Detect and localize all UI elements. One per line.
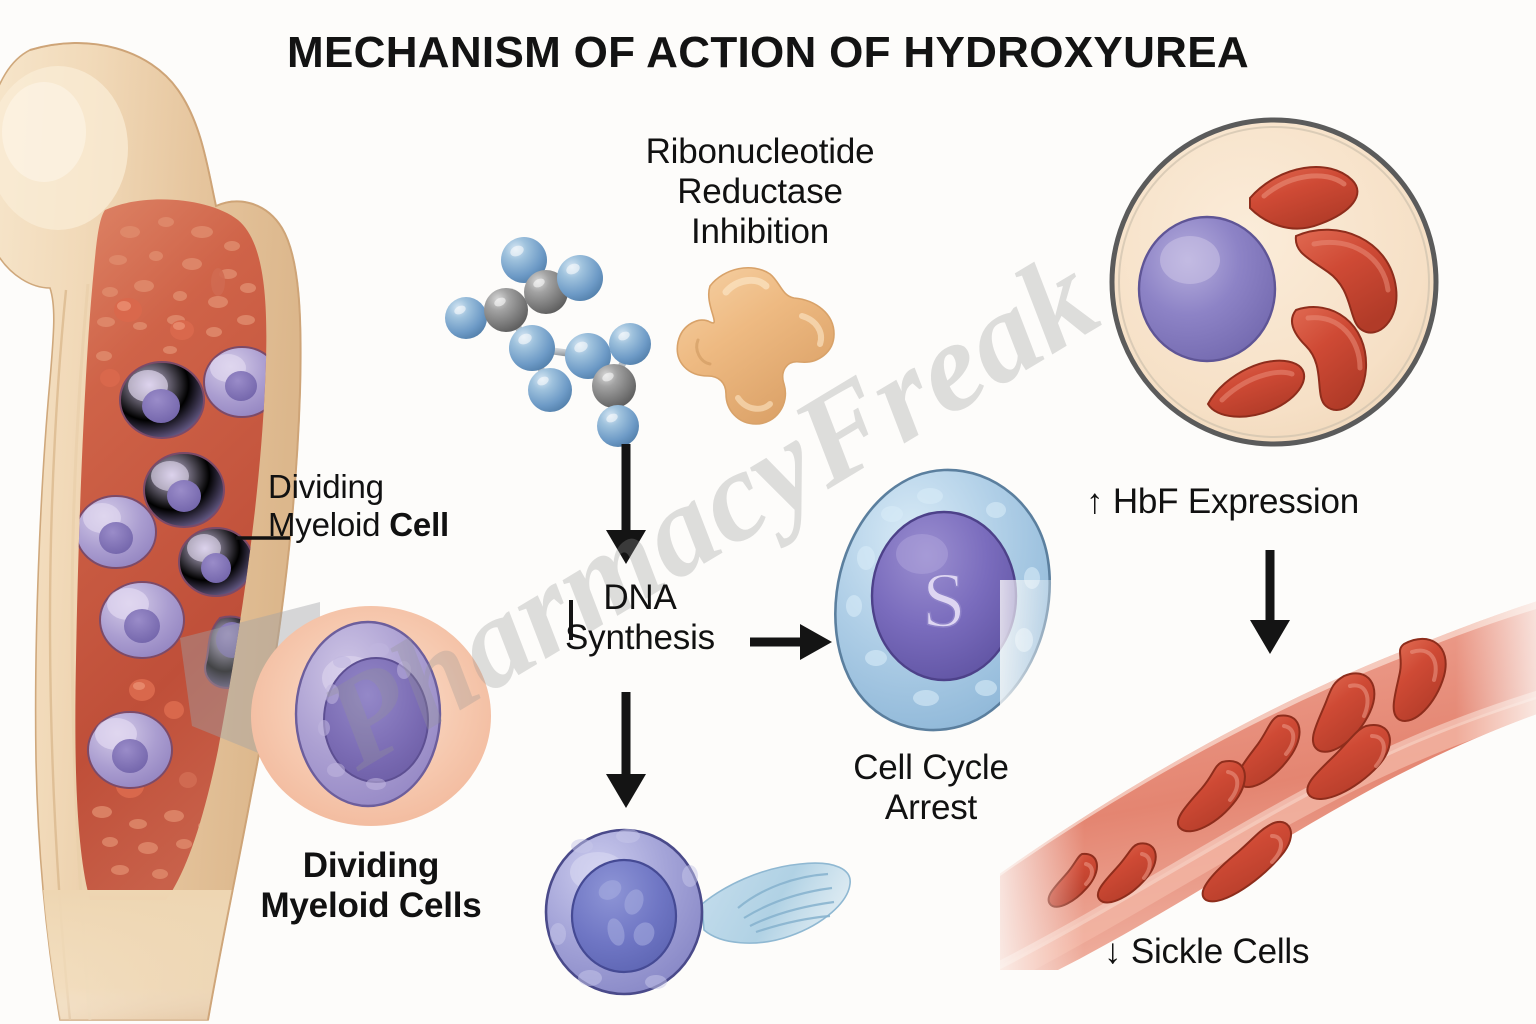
s-phase-letter: S (922, 556, 965, 643)
sickle-cell-group (1206, 166, 1398, 418)
atom-highlights (454, 245, 630, 423)
label-dna-synthesis: DNA Synthesis (565, 578, 715, 657)
rbc-nucleus (1137, 215, 1277, 363)
rbc-with-sickle-cells (1109, 117, 1439, 447)
bone-marrow-illustration (0, 42, 302, 1021)
marrow-cavity (75, 199, 267, 900)
hydroxyurea-molecule (445, 237, 651, 447)
molecule-atoms (445, 237, 651, 447)
dividing-cell-nucleus (570, 858, 678, 974)
label-dividing-myeloid-cells: Dividing Myeloid Cells (260, 846, 482, 925)
s-cell-granules (846, 488, 1040, 706)
magnified-dividing-myeloid-cell (251, 606, 491, 826)
leader-line-dividing-myeloid-cell (236, 536, 290, 540)
page-title: MECHANISM OF ACTION OF HYDROXYUREA (287, 28, 1249, 77)
dna-synthesis-tick (569, 600, 573, 640)
dividing-cell-with-spindle (544, 828, 851, 996)
label-ribonucleotide-reductase-inhibition: Ribonucleotide Reductase Inhibition (645, 132, 875, 251)
blood-vessel-with-sickle-cells (1000, 580, 1536, 970)
arrow-dna-synthesis-to-dividing-cell (606, 692, 646, 808)
ribonucleotide-reductase-enzyme (676, 266, 835, 425)
label-cell-cycle-arrest: Cell Cycle Arrest (853, 748, 1009, 827)
s-phase-arrested-cell: S (834, 468, 1052, 732)
arrow-molecule-to-dna-synthesis (606, 444, 646, 564)
myeloid-cell-group (75, 346, 267, 789)
label-sickle-cells: ↓ Sickle Cells (1104, 932, 1310, 971)
arrow-dna-synthesis-to-cell-cycle-arrest (750, 624, 832, 660)
vessel-lumen (1000, 601, 1536, 970)
label-hbf-expression: ↑ HbF Expression (1086, 482, 1360, 521)
